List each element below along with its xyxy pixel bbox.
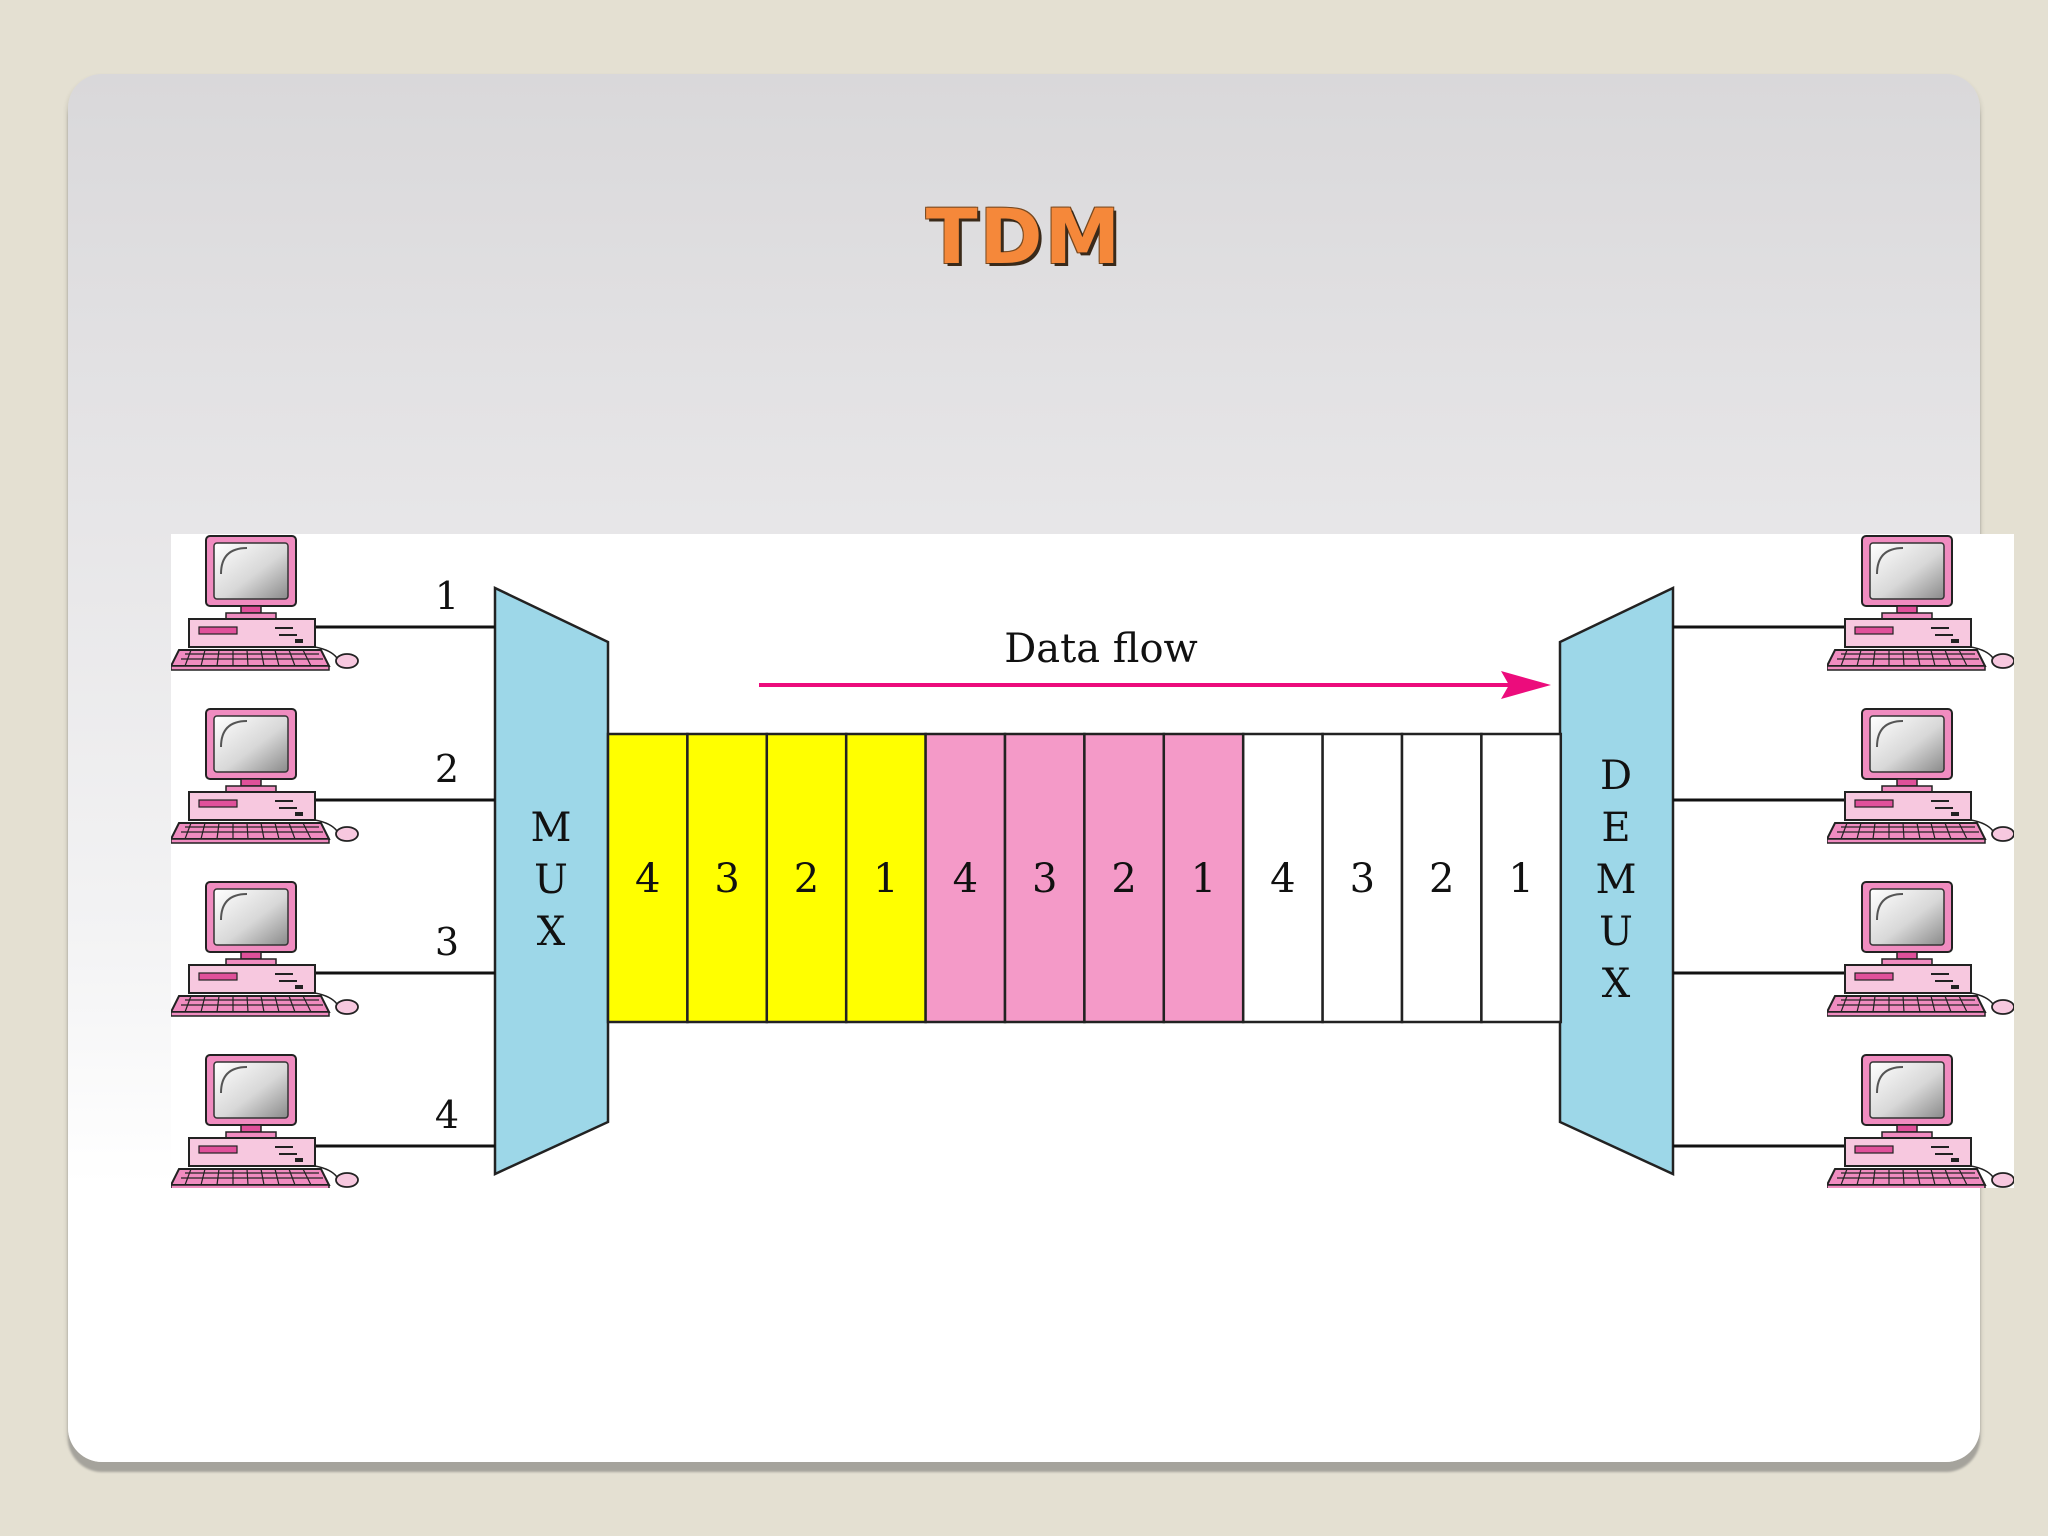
computer-icon bbox=[171, 1054, 359, 1190]
frame-3-slot-1 bbox=[1241, 732, 1324, 1024]
frame-slots: 4 3 2 1 4 3 2 1 4 3 2 1 bbox=[606, 732, 1563, 1024]
frame-1-slot-4-label: 1 bbox=[873, 856, 898, 902]
frame-2-slot-4 bbox=[1162, 732, 1245, 1024]
frame-2-slot-3-label: 2 bbox=[1111, 856, 1136, 902]
frame-1-slot-1 bbox=[606, 732, 689, 1024]
frame-3-slot-3 bbox=[1400, 732, 1483, 1024]
mux-letter-1: M bbox=[531, 805, 572, 851]
frame-3-slot-1-label: 4 bbox=[1270, 856, 1295, 902]
demux-letter-3: M bbox=[1596, 857, 1637, 903]
frame-3-slot-2-label: 3 bbox=[1350, 856, 1375, 902]
demux-letter-5: X bbox=[1602, 961, 1631, 1007]
frame-3-slot-2 bbox=[1321, 732, 1404, 1024]
computer-icon bbox=[171, 535, 359, 671]
mux-letter-2: U bbox=[534, 857, 568, 903]
input-line-label-1: 1 bbox=[435, 574, 459, 618]
slide: TDM bbox=[68, 74, 2015, 1462]
frame-1-slot-1-label: 4 bbox=[635, 856, 660, 902]
demux-block bbox=[1558, 586, 1675, 1176]
data-flow-arrowhead bbox=[1501, 671, 1551, 699]
slide-title: TDM bbox=[925, 192, 1123, 281]
computer-icon bbox=[1827, 1054, 2015, 1190]
frame-2-slot-2-label: 3 bbox=[1032, 856, 1057, 902]
computer-icon bbox=[1827, 881, 2015, 1017]
frame-2-slot-1-label: 4 bbox=[953, 856, 978, 902]
frame-3-slot-4-label: 1 bbox=[1508, 856, 1533, 902]
input-line-label-2: 2 bbox=[435, 747, 459, 791]
frame-1-slot-2-label: 3 bbox=[714, 856, 739, 902]
computer-icon bbox=[1827, 708, 2015, 844]
computer-icon bbox=[171, 708, 359, 844]
frame-1-slot-3 bbox=[765, 732, 848, 1024]
frame-3-slot-3-label: 2 bbox=[1429, 856, 1454, 902]
data-flow-label: Data flow bbox=[1004, 626, 1198, 672]
tdm-diagram-svg: Data flow M U X D E M U X 1 2 3 4 bbox=[171, 535, 2015, 1190]
frame-1-slot-4 bbox=[844, 732, 927, 1024]
demux-letter-4: U bbox=[1599, 909, 1633, 955]
mux-letter-3: X bbox=[537, 909, 566, 955]
input-line-label-4: 4 bbox=[435, 1093, 459, 1137]
frame-2-slot-1 bbox=[924, 732, 1007, 1024]
demux-letter-2: E bbox=[1601, 805, 1630, 851]
frame-2-slot-4-label: 1 bbox=[1191, 856, 1216, 902]
computer-icon bbox=[1827, 535, 2015, 671]
mux-block bbox=[493, 586, 610, 1176]
demux-letter-1: D bbox=[1600, 753, 1632, 799]
tdm-diagram: Data flow M U X D E M U X 1 2 3 4 bbox=[171, 534, 2015, 1190]
frame-2-slot-2 bbox=[1003, 732, 1086, 1024]
frame-3-slot-4 bbox=[1480, 732, 1563, 1024]
input-line-label-3: 3 bbox=[435, 920, 459, 964]
computer-icon bbox=[171, 881, 359, 1017]
frame-1-slot-3-label: 2 bbox=[794, 856, 819, 902]
